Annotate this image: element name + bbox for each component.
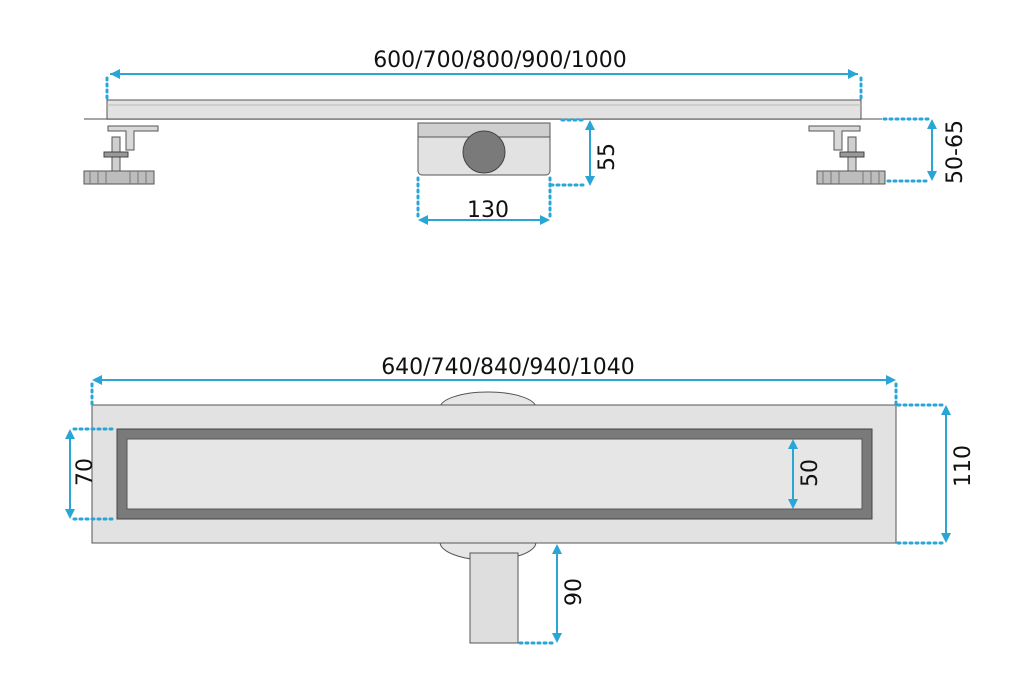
adjust-height-label: 50-65: [943, 120, 968, 184]
outlet-hole: [462, 130, 506, 174]
side-length-label: 600/700/800/900/1000: [373, 48, 627, 73]
grate-insert: [126, 438, 863, 510]
total-width-dimension: 110: [896, 403, 976, 545]
outlet-width-label: 130: [467, 198, 509, 223]
top-view: 640/740/840/940/1040 70 50 110: [65, 355, 976, 645]
grate-width-dimension: 70: [65, 427, 116, 521]
top-length-label: 640/740/840/940/1040: [381, 355, 635, 380]
total-width-label: 110: [951, 445, 976, 487]
side-length-dimension: 600/700/800/900/1000: [105, 48, 863, 102]
right-leg: [808, 125, 886, 185]
outlet-pipe: [469, 552, 519, 644]
outlet-height-dimension: 55: [549, 118, 620, 187]
outlet-height-label: 55: [595, 143, 620, 171]
inner-width-label: 50: [798, 459, 823, 487]
grate-width-label: 70: [73, 458, 98, 486]
outlet-width-dimension: 130: [416, 176, 552, 225]
inner-width-dimension: 50: [788, 439, 823, 509]
pipe-length-label: 90: [562, 578, 587, 606]
channel-body: [106, 99, 862, 120]
side-view: 600/700/800/900/1000 55 130 5: [83, 48, 968, 225]
adjust-height-dimension: 50-65: [882, 117, 968, 184]
left-leg: [83, 125, 159, 185]
top-length-dimension: 640/740/840/940/1040: [90, 355, 898, 406]
pipe-length-dimension: 90: [518, 544, 587, 645]
